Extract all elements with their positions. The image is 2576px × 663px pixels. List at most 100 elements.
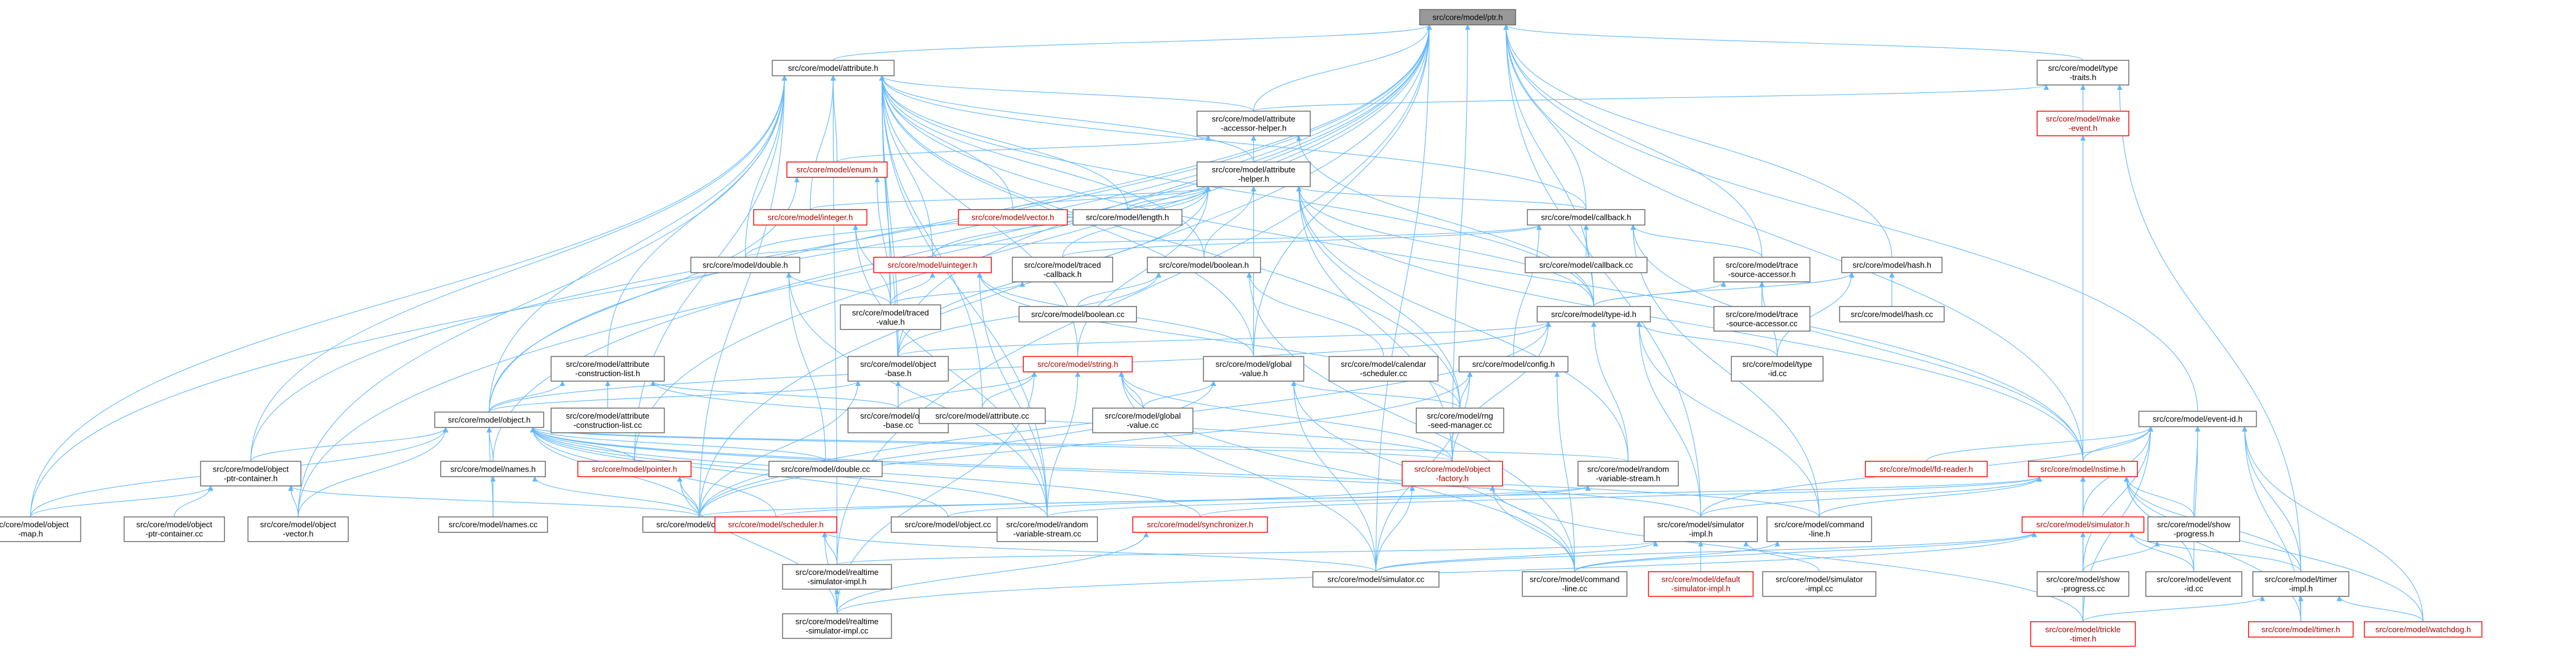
- node-traced-cb-h[interactable]: src/core/model/traced-callback.h: [1011, 257, 1114, 283]
- node-trace-src-h[interactable]: src/core/model/trace-source-accessor.h: [1713, 257, 1811, 283]
- node-cmdline-h[interactable]: src/core/model/command-line.h: [1766, 516, 1872, 542]
- node-simulator-cc[interactable]: src/core/model/simulator.cc: [1312, 571, 1440, 588]
- node-callback-h[interactable]: src/core/model/callback.h: [1526, 209, 1646, 226]
- node-make-event-h[interactable]: src/core/model/make-event.h: [2036, 110, 2129, 137]
- node-integer-h[interactable]: src/core/model/integer.h: [753, 209, 867, 226]
- node-pointer-h[interactable]: src/core/model/pointer.h: [577, 460, 692, 478]
- node-object-h[interactable]: src/core/model/object.h: [434, 411, 544, 428]
- node-names-h[interactable]: src/core/model/names.h: [440, 460, 546, 478]
- node-object-cc[interactable]: src/core/model/object.cc: [890, 516, 1005, 533]
- edge-simulator-h-to-timer-impl-h: [2129, 531, 2302, 572]
- node-sim-impl-cc[interactable]: src/core/model/simulator-impl.cc: [1762, 571, 1876, 597]
- node-global-value-h[interactable]: src/core/model/global-value.h: [1203, 356, 1304, 382]
- node-boolean-cc[interactable]: src/core/model/boolean.cc: [1018, 306, 1138, 323]
- node-label: src/core/model/trickle: [2045, 625, 2121, 634]
- edge-attribute-h-to-object-h: [488, 75, 788, 412]
- node-object-ptr-container-h[interactable]: src/core/model/object-ptr-container.h: [200, 460, 301, 487]
- node-trickle-timer-h[interactable]: src/core/model/trickle-timer.h: [2030, 621, 2136, 647]
- node-box: [690, 257, 800, 273]
- node-default-sim-impl-h[interactable]: src/core/model/default-simulator-impl.h: [1648, 571, 1754, 597]
- edge-sim-impl-h-to-simulator-cc: [1375, 540, 1659, 573]
- node-names-cc[interactable]: src/core/model/names.cc: [438, 516, 548, 533]
- edge-attribute-h-to-vector-h: [879, 75, 1013, 210]
- node-object-base-h[interactable]: src/core/model/object-base.h: [847, 356, 949, 382]
- node-config-h[interactable]: src/core/model/config.h: [1458, 356, 1569, 372]
- node-fd-reader-h[interactable]: src/core/model/fd-reader.h: [1865, 460, 1988, 478]
- node-label: -value.cc: [1127, 420, 1159, 430]
- node-uinteger-h[interactable]: src/core/model/uinteger.h: [873, 257, 992, 273]
- node-timer-h[interactable]: src/core/model/timer.h: [2248, 621, 2354, 638]
- node-synchronizer-h[interactable]: src/core/model/synchronizer.h: [1132, 516, 1268, 533]
- node-global-value-cc[interactable]: src/core/model/global-value.cc: [1092, 408, 1194, 433]
- node-random-stream-h[interactable]: src/core/model/random-variable-stream.h: [1577, 460, 1679, 487]
- node-timer-impl-h[interactable]: src/core/model/timer-impl.h: [2252, 571, 2350, 597]
- node-enum-h[interactable]: src/core/model/enum.h: [786, 161, 888, 178]
- node-show-progress-cc[interactable]: src/core/model/show-progress.cc: [2036, 571, 2129, 597]
- node-attr-constr-cc[interactable]: src/core/model/attribute-construction-li…: [551, 408, 665, 433]
- edge-ptr-h-to-attr-accessor-h: [1253, 24, 1432, 111]
- edge-attribute-h-to-global-value-h: [879, 75, 1254, 357]
- node-event-id-h[interactable]: src/core/model/event-id.h: [2138, 411, 2257, 427]
- node-label: src/core/model/object: [1414, 464, 1491, 473]
- node-type-id-cc[interactable]: src/core/model/type-id.cc: [1731, 356, 1824, 382]
- node-type-traits-h[interactable]: src/core/model/type-traits.h: [2036, 60, 2129, 86]
- node-attribute-h[interactable]: src/core/model/attribute.h: [772, 60, 895, 76]
- edge-ptr-h-to-type-traits-h: [1503, 24, 2084, 61]
- node-box: [1536, 306, 1651, 323]
- node-object-map-h[interactable]: src/core/model/object-map.h: [0, 516, 81, 542]
- node-trace-src-cc[interactable]: src/core/model/trace-source-accessor.cc: [1713, 306, 1811, 332]
- node-attr-helper-h[interactable]: src/core/model/attribute-helper.h: [1196, 161, 1311, 187]
- node-label: -variable-stream.h: [1596, 473, 1661, 483]
- node-box: [714, 516, 837, 533]
- node-box: [1762, 571, 1876, 597]
- node-object-ptr-container-cc[interactable]: src/core/model/object-ptr-container.cc: [124, 516, 225, 542]
- node-label: src/core/model/object: [260, 520, 337, 529]
- node-box: [2364, 621, 2482, 638]
- node-label: src/core/model/uinteger.h: [888, 260, 978, 270]
- node-label: src/core/model/attribute: [1212, 165, 1296, 174]
- node-attr-constr-h[interactable]: src/core/model/attribute-construction-li…: [551, 356, 665, 382]
- node-nstime-h[interactable]: src/core/model/nstime.h: [2028, 460, 2138, 478]
- node-event-id-cc[interactable]: src/core/model/event-id.cc: [2145, 571, 2243, 597]
- node-object-factory-h[interactable]: src/core/model/object-factory.h: [1402, 460, 1503, 487]
- node-simulator-h[interactable]: src/core/model/simulator.h: [2021, 516, 2145, 533]
- node-hash-h[interactable]: src/core/model/hash.h: [1841, 257, 1943, 273]
- node-watchdog-h[interactable]: src/core/model/watchdog.h: [2364, 621, 2482, 638]
- node-cmdline-cc[interactable]: src/core/model/command-line.cc: [1521, 571, 1628, 597]
- node-length-h[interactable]: src/core/model/length.h: [1072, 209, 1182, 226]
- node-scheduler-h[interactable]: src/core/model/scheduler.h: [714, 516, 837, 533]
- node-label: src/core/model/synchronizer.h: [1147, 520, 1253, 529]
- edge-sim-impl-h-to-sim-impl-cc: [1743, 540, 1820, 572]
- node-string-h[interactable]: src/core/model/string.h: [1023, 356, 1133, 372]
- node-rt-sim-impl-h[interactable]: src/core/model/realtime-simulator-impl.h: [782, 564, 892, 590]
- edge-object-factory-h-to-trickle-timer-h: [1489, 485, 2084, 622]
- edge-callback-h-to-nstime-h: [1630, 224, 2084, 462]
- node-label: src/core/model/traced: [1024, 260, 1101, 270]
- node-rt-sim-impl-cc[interactable]: src/core/model/realtime-simulator-impl.c…: [782, 613, 892, 639]
- node-boolean-h[interactable]: src/core/model/boolean.h: [1147, 257, 1261, 273]
- node-hash-cc[interactable]: src/core/model/hash.cc: [1839, 306, 1945, 323]
- node-object-vector-h[interactable]: src/core/model/object-vector.h: [247, 516, 349, 542]
- node-double-h[interactable]: src/core/model/double.h: [690, 257, 800, 273]
- node-rng-seed-cc[interactable]: src/core/model/rng-seed-manager.cc: [1416, 408, 1504, 433]
- edge-double-h-to-random-stream-cc: [786, 272, 1048, 517]
- node-attr-accessor-h[interactable]: src/core/model/attribute-accessor-helper…: [1196, 110, 1311, 137]
- node-double-cc[interactable]: src/core/model/double.cc: [768, 460, 883, 478]
- node-box: [996, 516, 1098, 542]
- node-callback-cc[interactable]: src/core/model/callback.cc: [1525, 257, 1648, 273]
- node-show-progress-h[interactable]: src/core/model/show-progress.h: [2147, 516, 2240, 542]
- node-sim-impl-h[interactable]: src/core/model/simulator-impl.h: [1643, 516, 1758, 542]
- edge-uinteger-h-to-random-stream-cc: [976, 272, 1048, 517]
- node-box: [2030, 621, 2136, 647]
- node-ptr-h[interactable]: src/core/model/ptr.h: [1419, 9, 1517, 26]
- node-random-stream-cc[interactable]: src/core/model/random-variable-stream.cc: [996, 516, 1098, 542]
- edge-global-value-h-to-config-cc: [699, 380, 1216, 517]
- node-attribute-cc[interactable]: src/core/model/attribute.cc: [919, 408, 1046, 424]
- node-label: -line.cc: [1562, 584, 1588, 593]
- node-vector-h[interactable]: src/core/model/vector.h: [958, 209, 1068, 226]
- node-traced-value-h[interactable]: src/core/model/traced-value.h: [840, 304, 941, 330]
- edge-object-h-to-sim-impl-h: [530, 427, 1701, 517]
- node-cal-sched-cc[interactable]: src/core/model/calendar-scheduler.cc: [1328, 356, 1439, 382]
- node-type-id-h[interactable]: src/core/model/type-id.h: [1536, 306, 1651, 323]
